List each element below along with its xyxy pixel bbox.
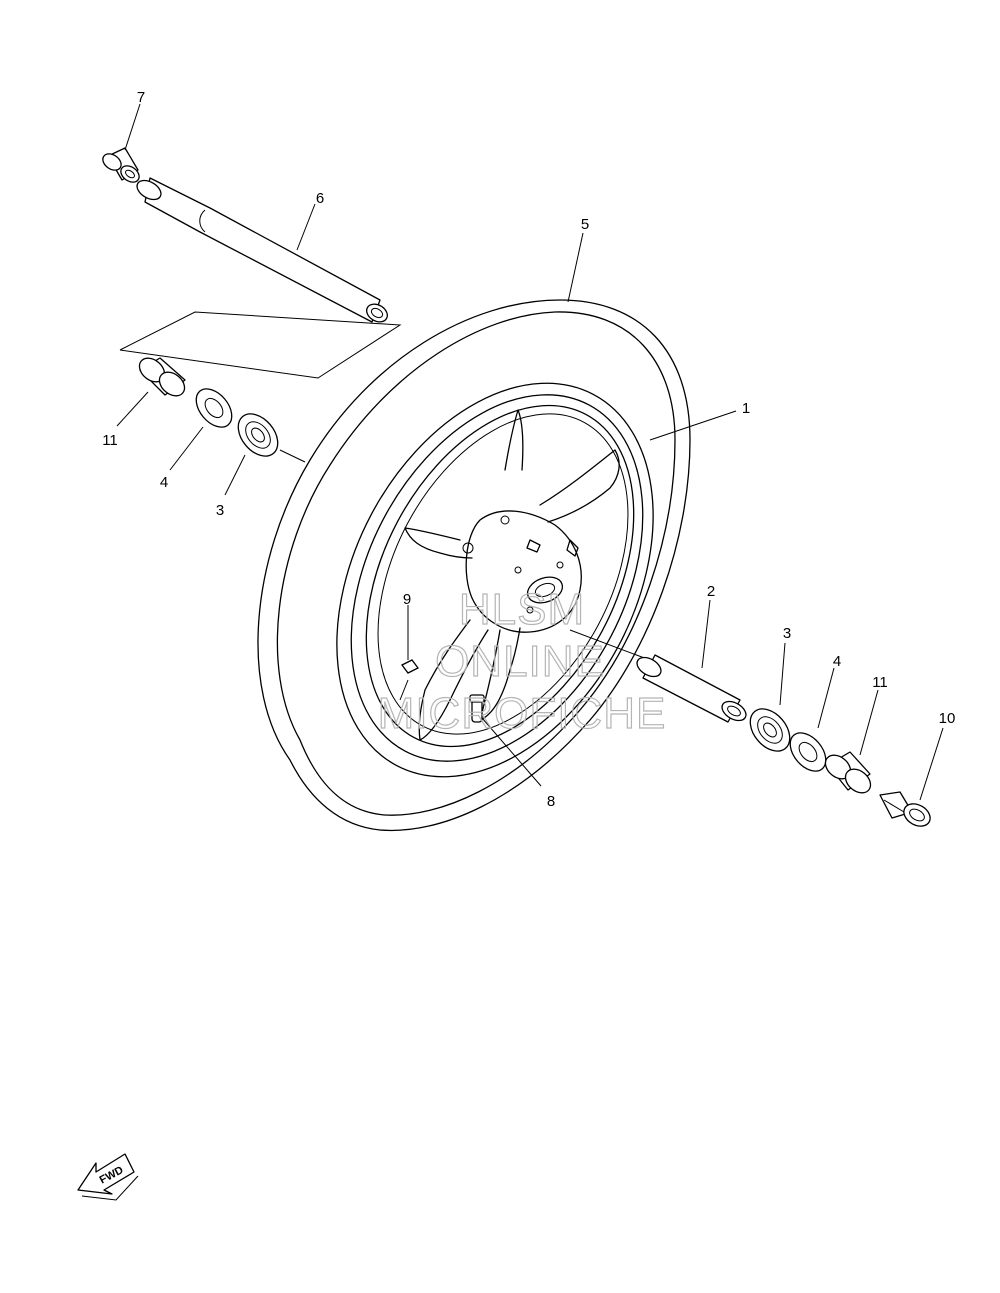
callout-labels: 7 6 5 1 11 4 3 2 9 3 4 11 10 8	[102, 89, 955, 810]
front-axle	[136, 177, 388, 323]
callout-5: 5	[581, 216, 589, 233]
right-collar	[824, 751, 872, 794]
callout-11-left: 11	[102, 432, 118, 449]
right-bearing	[749, 708, 791, 752]
callout-8: 6	[316, 190, 324, 207]
callout-3-right: 3	[783, 625, 791, 642]
callout-4-right: 4	[833, 653, 841, 670]
watermark-line-3: MICROFICHE	[378, 689, 667, 738]
spacer-collar	[636, 654, 747, 723]
callout-11-right: 11	[872, 674, 888, 691]
fwd-label: FWD	[98, 1164, 126, 1186]
watermark: HLSM ONLINE MICROFICHE	[377, 584, 667, 738]
callout-4-left: 4	[160, 474, 168, 491]
wheel-rim	[336, 382, 654, 778]
callout-9: 7	[137, 89, 145, 106]
left-bearing	[237, 413, 279, 457]
tire-valve	[469, 694, 485, 723]
watermark-line-2: ONLINE	[435, 637, 605, 686]
left-oil-seal	[195, 388, 233, 428]
callout-3-left: 3	[216, 502, 224, 519]
right-oil-seal	[789, 732, 827, 772]
wheel-spokes	[404, 409, 620, 741]
assembly-guide-lines	[119, 311, 656, 663]
callout-1: 1	[742, 400, 750, 417]
forward-arrow-icon: FWD	[77, 1153, 139, 1201]
balance-weight	[401, 659, 419, 674]
axle-collar	[102, 147, 140, 183]
axle-pinch-bolt	[879, 791, 931, 827]
tire	[257, 299, 691, 832]
watermark-line-1: HLSM	[459, 585, 585, 634]
leader-lines	[116, 103, 944, 801]
left-collar	[138, 357, 186, 397]
callout-7: 9	[403, 591, 411, 608]
callout-10: 10	[939, 710, 956, 727]
callout-2: 2	[707, 583, 715, 600]
callout-6: 8	[547, 793, 555, 810]
wheel-hub	[465, 510, 582, 633]
